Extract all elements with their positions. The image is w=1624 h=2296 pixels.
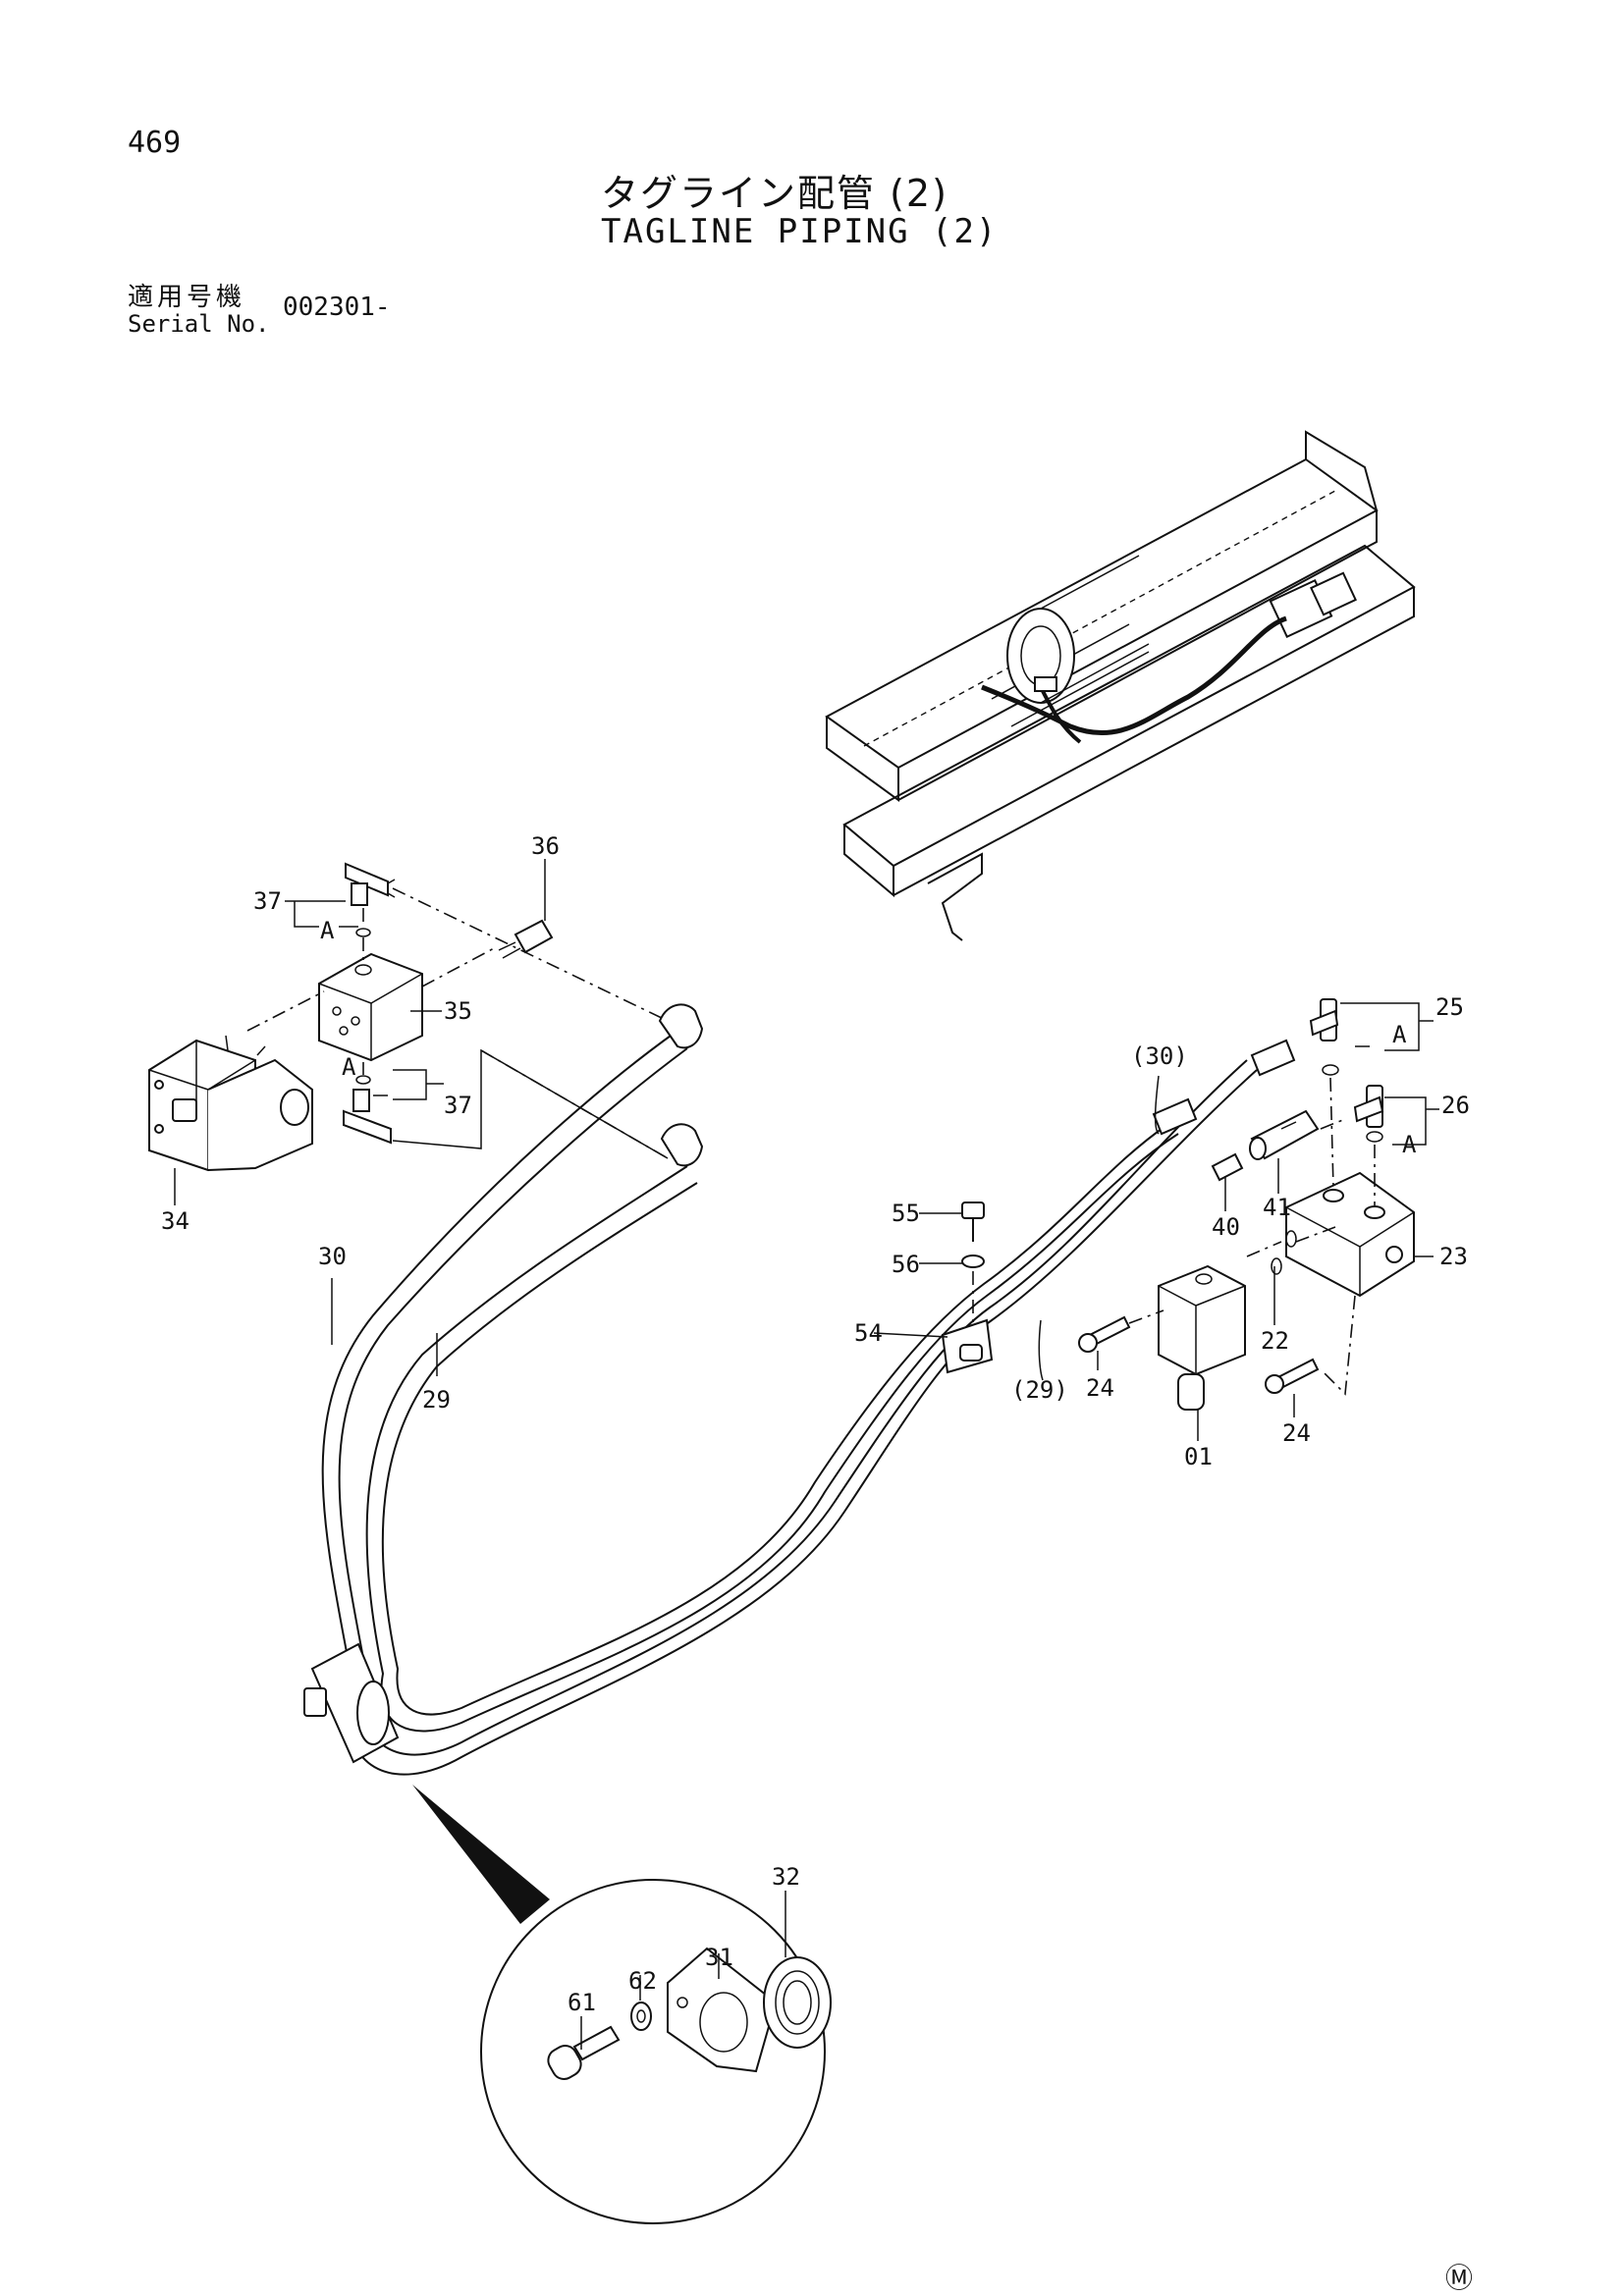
bolt-24-right bbox=[1265, 1358, 1320, 1394]
o-ring-22-a bbox=[1285, 1230, 1297, 1248]
detail-view-circle bbox=[412, 1785, 832, 2224]
relief-valve-01 bbox=[1158, 1264, 1246, 1411]
callout-40: 40 bbox=[1212, 1213, 1240, 1241]
callout-34: 34 bbox=[161, 1207, 189, 1235]
callout-37-top: 37 bbox=[253, 887, 282, 915]
tee-fitting-37-top bbox=[345, 862, 396, 937]
callout-55: 55 bbox=[892, 1200, 920, 1227]
callout-26: 26 bbox=[1441, 1092, 1470, 1119]
callout-01: 01 bbox=[1184, 1443, 1213, 1470]
label-a-right-top: A bbox=[1392, 1021, 1407, 1048]
callout-54: 54 bbox=[854, 1319, 883, 1347]
callout-23: 23 bbox=[1439, 1243, 1468, 1270]
callout-30: 30 bbox=[318, 1243, 347, 1270]
bolt-24-left bbox=[1078, 1315, 1131, 1353]
washer-56 bbox=[961, 1255, 985, 1268]
title-japanese: タグライン配管 (2) bbox=[601, 172, 948, 215]
callout-22: 22 bbox=[1261, 1327, 1289, 1355]
valve-block-35 bbox=[318, 952, 423, 1062]
callout-31: 31 bbox=[705, 1944, 733, 1971]
callout-35: 35 bbox=[444, 997, 472, 1025]
callout-61: 61 bbox=[568, 1989, 596, 2016]
title-english: TAGLINE PIPING (2) bbox=[601, 212, 999, 251]
callout-29-ref: (29) bbox=[1011, 1376, 1068, 1404]
hose-assembly-30-29 bbox=[303, 1003, 1296, 1776]
solenoid-valve-34 bbox=[148, 1035, 313, 1172]
bolt-55 bbox=[961, 1201, 985, 1219]
callout-36: 36 bbox=[531, 832, 560, 860]
o-ring-22-b bbox=[1271, 1257, 1282, 1275]
leader-lines bbox=[174, 859, 1439, 2050]
label-a-right-bottom: A bbox=[1402, 1131, 1417, 1158]
tee-fitting-25 bbox=[1309, 998, 1339, 1076]
callout-24-right: 24 bbox=[1282, 1419, 1311, 1447]
label-a-top-left: A bbox=[320, 917, 335, 944]
page-number: 469 bbox=[128, 126, 182, 160]
callout-62: 62 bbox=[628, 1967, 657, 1995]
connector-36 bbox=[498, 919, 554, 959]
callout-37-bottom: 37 bbox=[444, 1092, 472, 1119]
callout-56: 56 bbox=[892, 1251, 920, 1278]
callout-30-ref: (30) bbox=[1131, 1042, 1188, 1070]
callout-24-left: 24 bbox=[1086, 1374, 1114, 1402]
callout-29: 29 bbox=[422, 1386, 451, 1414]
serial-label-english: Serial No. bbox=[128, 310, 270, 338]
check-valve-41 bbox=[1249, 1109, 1320, 1160]
manifold-block-23 bbox=[1285, 1171, 1415, 1298]
serial-number-value: 002301- bbox=[283, 293, 391, 322]
callout-32: 32 bbox=[772, 1863, 800, 1891]
machine-frame-overview bbox=[825, 430, 1416, 941]
footer-m-mark: Ⓜ bbox=[1445, 2262, 1473, 2294]
label-a-bottom-left: A bbox=[342, 1053, 356, 1081]
tee-fitting-26 bbox=[1353, 1085, 1384, 1143]
tee-fitting-37-bottom bbox=[343, 1075, 392, 1145]
callout-25: 25 bbox=[1435, 993, 1464, 1021]
connector-40 bbox=[1211, 1152, 1244, 1182]
callout-41: 41 bbox=[1263, 1194, 1291, 1221]
serial-label-japanese: 適用号機 bbox=[128, 283, 246, 312]
